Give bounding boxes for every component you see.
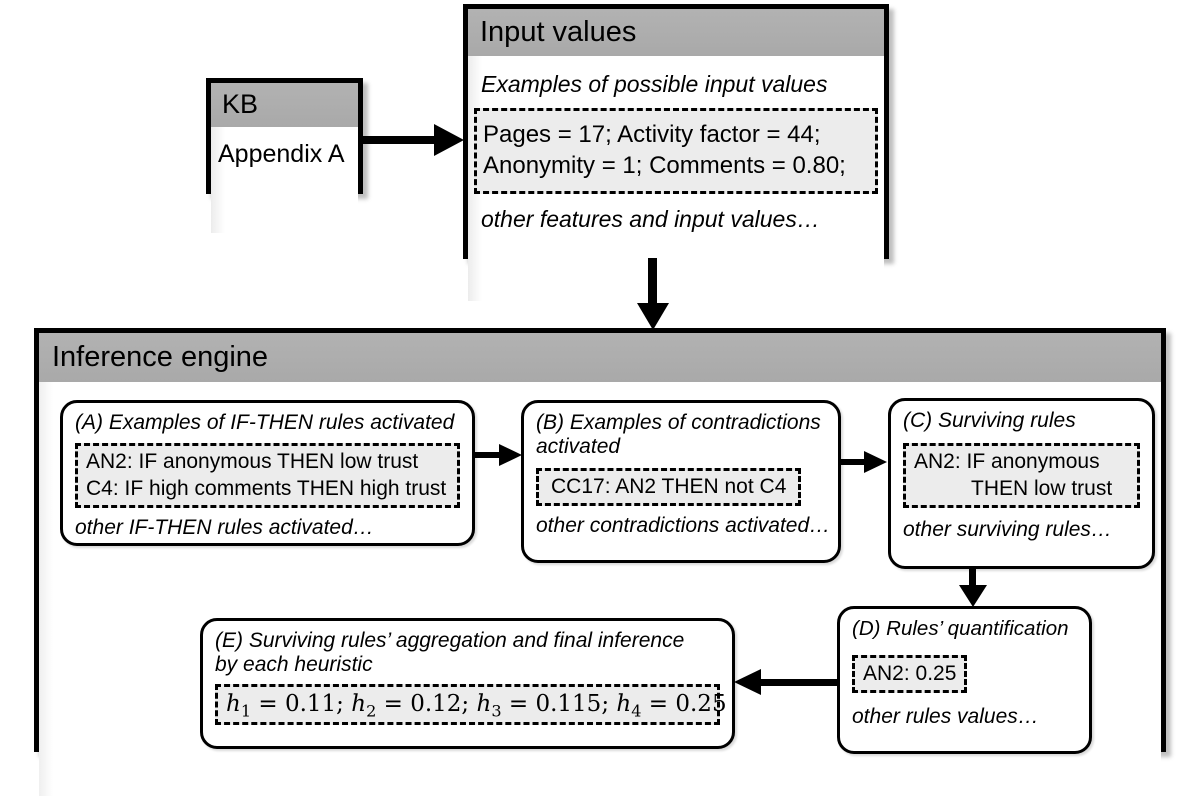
input-values-example-box: Pages = 17; Activity factor = 44; Anonym…: [474, 108, 878, 194]
arrow-b-to-c-head: [864, 451, 887, 473]
arrow-kb-to-input-line: [362, 136, 436, 144]
step-a-box: (A) Examples of IF-THEN rules activated …: [60, 400, 475, 546]
step-d-value: AN2: 0.25: [863, 661, 957, 685]
arrow-d-to-e-head: [734, 669, 761, 695]
step-a-rule: AN2: IF anonymous THEN low trust: [86, 450, 419, 474]
step-a-title: (A) Examples of IF-THEN rules activated: [75, 411, 455, 434]
input-values-line: Pages = 17; Activity factor = 44;: [483, 121, 821, 149]
step-a-rule: C4: IF high comments THEN high trust: [86, 476, 447, 500]
step-c-title: (C) Surviving rules: [903, 409, 1076, 432]
arrow-c-to-d-line: [969, 569, 976, 589]
step-d-footer: other rules values…: [852, 705, 1039, 729]
input-values-title: Input values: [480, 16, 637, 48]
step-e-title: (E) Surviving rules’ aggregation and fin…: [215, 629, 685, 677]
input-values-box: Input values Examples of possible input …: [463, 4, 889, 302]
arrow-kb-to-input-head: [434, 124, 464, 156]
arrow-input-to-engine-head: [637, 303, 669, 330]
step-c-box: (C) Surviving rules AN2: IF anonymous TH…: [888, 398, 1155, 569]
step-d-box: (D) Rules’ quantification AN2: 0.25 othe…: [837, 606, 1092, 754]
arrow-c-to-d-head: [959, 585, 987, 607]
heuristics-line: h1 = 0.11; h2 = 0.12; h3 = 0.115; h4 = 0…: [226, 690, 727, 721]
step-b-title: (B) Examples of contradictions activated: [536, 411, 821, 459]
arrow-a-to-b-line: [473, 452, 501, 458]
arrow-b-to-c-line: [839, 459, 866, 465]
input-values-footer: other features and input values…: [481, 205, 820, 232]
kb-box-body: Appendix A: [211, 127, 358, 234]
input-values-caption: Examples of possible input values: [481, 71, 828, 98]
step-d-values-box: AN2: 0.25: [852, 654, 968, 694]
input-values-line: Anonymity = 1; Comments = 0.80;: [483, 152, 846, 180]
kb-box-header: KB: [211, 83, 358, 128]
step-d-title: (D) Rules’ quantification: [852, 617, 1069, 640]
step-e-heuristics-box: h1 = 0.11; h2 = 0.12; h3 = 0.115; h4 = 0…: [215, 683, 727, 725]
inference-engine-title: Inference engine: [52, 341, 269, 373]
step-a-rules-box: AN2: IF anonymous THEN low trust C4: IF …: [75, 443, 460, 509]
step-c-rules-box: AN2: IF anonymous THEN low trust: [903, 443, 1140, 509]
step-b-rules-box: CC17: AN2 THEN not C4: [536, 467, 802, 507]
arrow-a-to-b-head: [499, 444, 522, 466]
kb-box: KB Appendix A: [206, 78, 363, 234]
kb-title: KB: [222, 89, 259, 119]
step-b-box: (B) Examples of contradictions activated…: [521, 400, 841, 563]
arrow-input-to-engine-line: [648, 258, 657, 308]
step-b-footer: other contradictions activated…: [536, 514, 831, 538]
arrow-d-to-e-line: [759, 679, 837, 686]
step-b-rule: CC17: AN2 THEN not C4: [551, 474, 787, 498]
input-values-header: Input values: [468, 9, 884, 57]
step-c-rule: THEN low trust: [971, 476, 1113, 500]
kb-body-text: Appendix A: [218, 140, 345, 169]
step-e-box: (E) Surviving rules’ aggregation and fin…: [200, 618, 735, 749]
step-a-footer: other IF-THEN rules activated…: [75, 516, 374, 540]
input-values-body: Examples of possible input values Pages …: [468, 56, 884, 302]
inference-engine-header: Inference engine: [39, 333, 1161, 383]
step-c-footer: other surviving rules…: [903, 518, 1112, 542]
step-c-rule: AN2: IF anonymous: [914, 450, 1100, 474]
